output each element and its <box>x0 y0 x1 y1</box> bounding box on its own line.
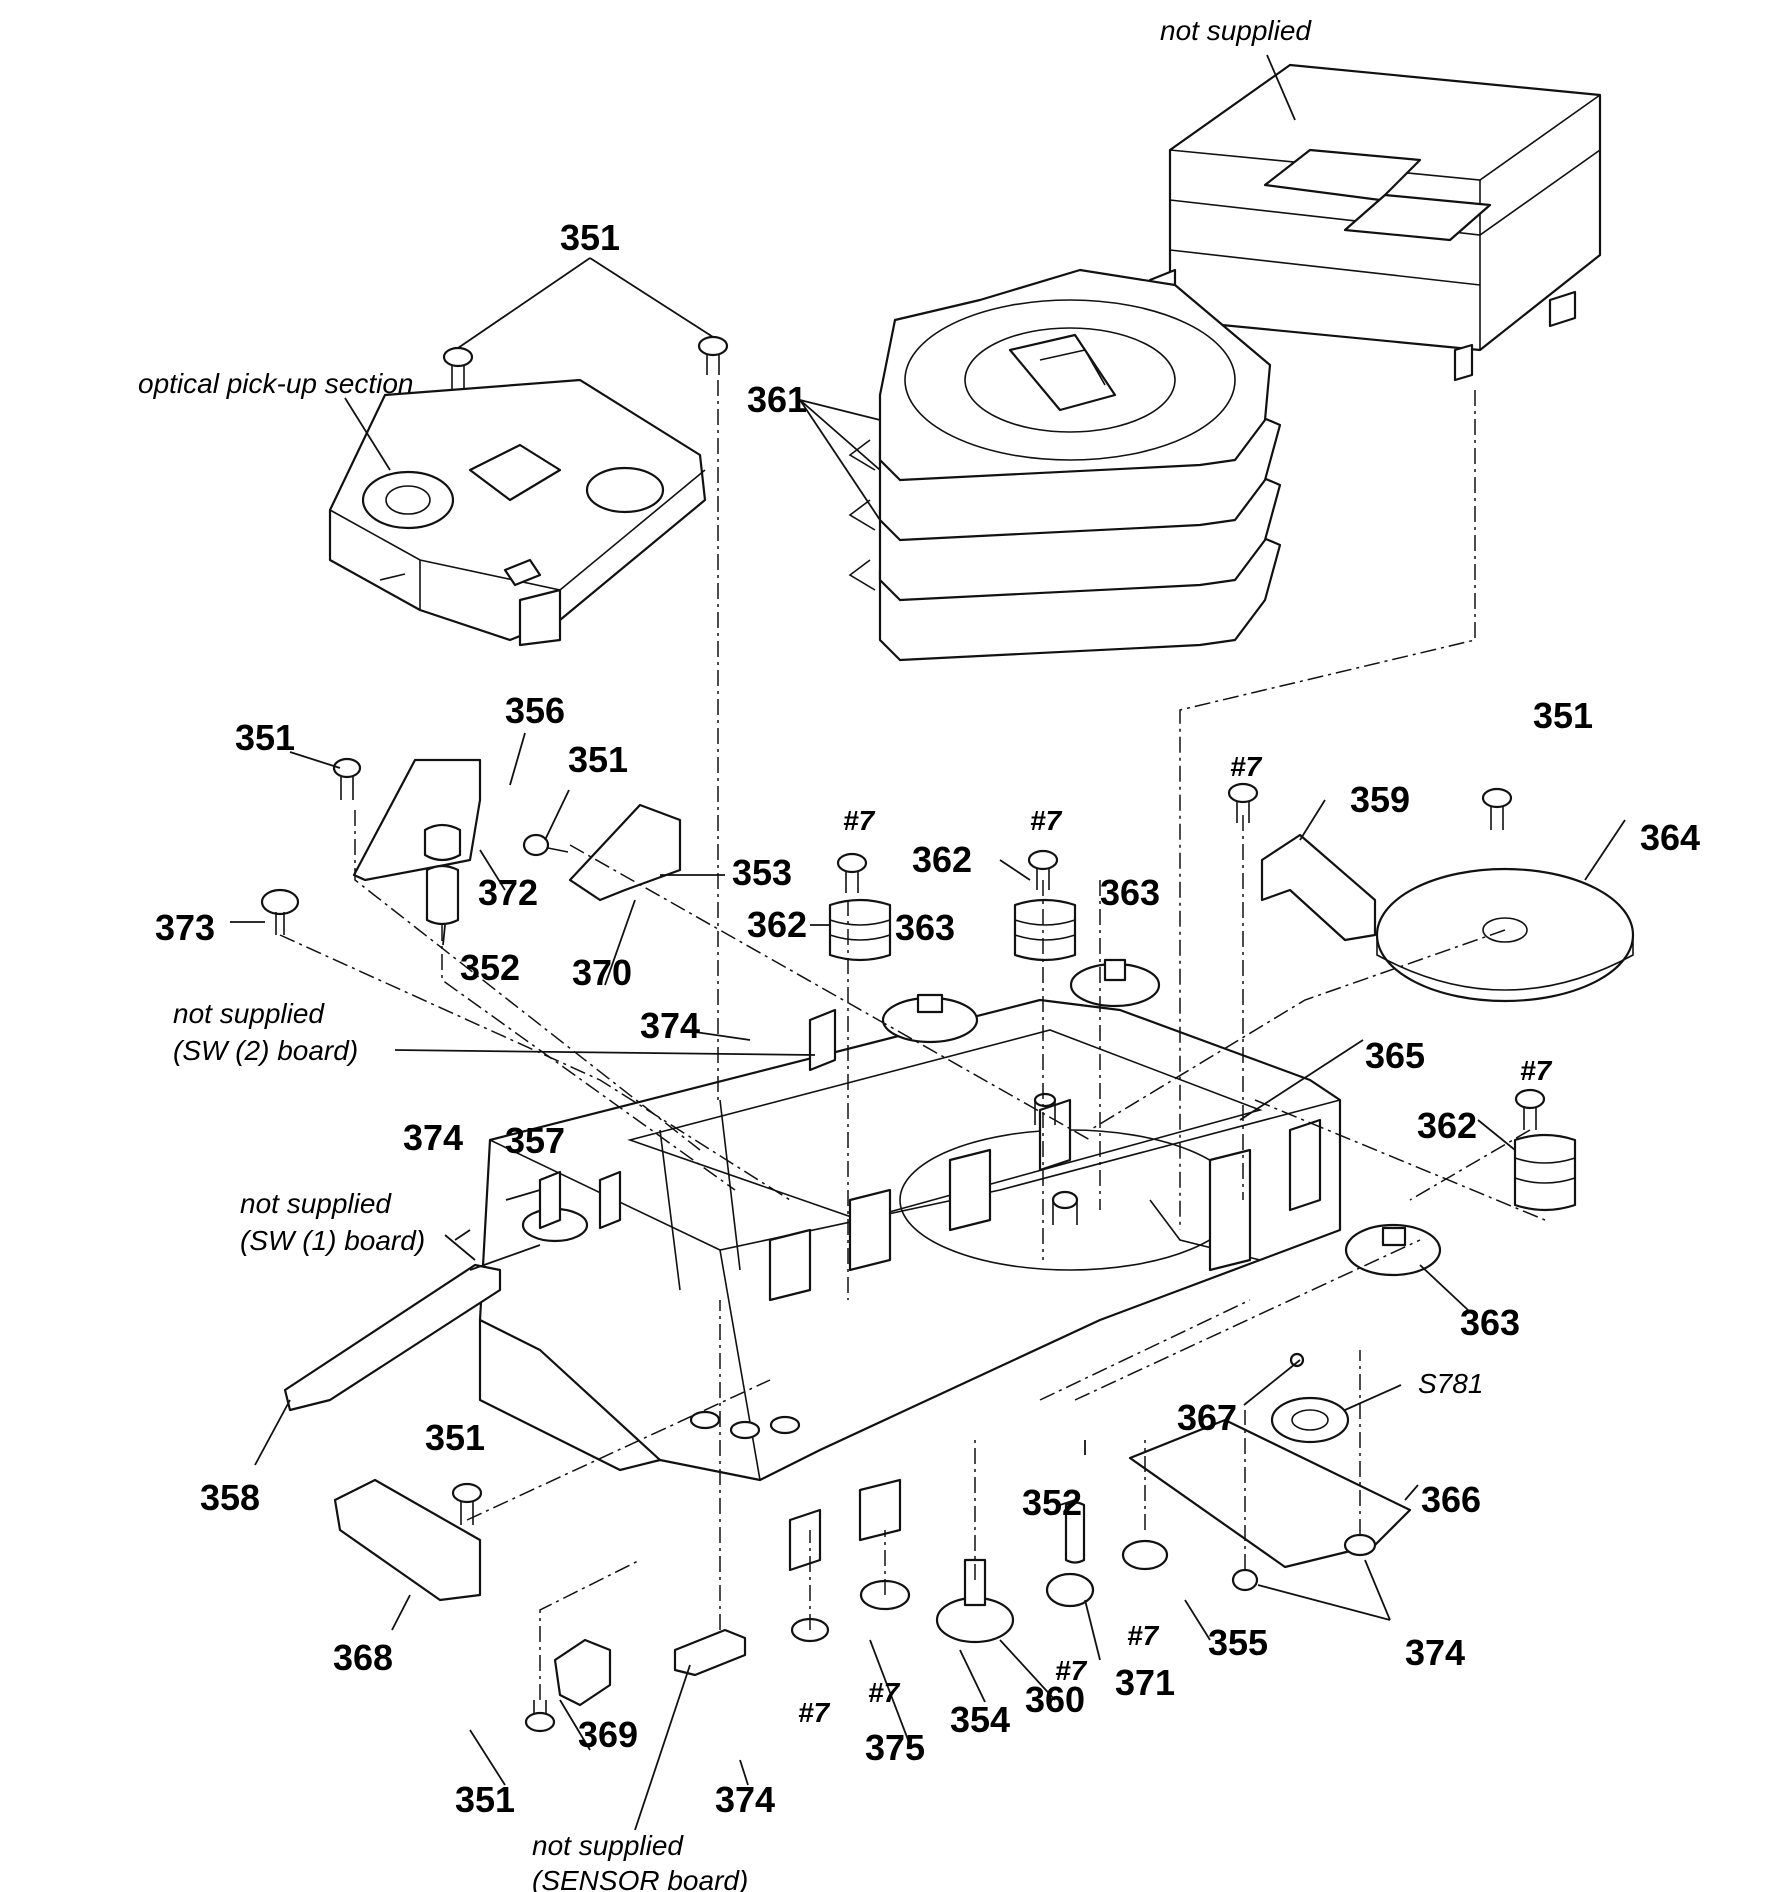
callout-364: 364 <box>1640 817 1700 858</box>
hash7-b: #7 <box>1030 805 1063 836</box>
callout-351-mid: 351 <box>568 739 628 780</box>
main-chassis <box>478 998 1342 1572</box>
notes: not supplied optical pick-up section not… <box>138 15 1483 1892</box>
hash7-g: #7 <box>1055 1655 1088 1686</box>
hash7-a: #7 <box>843 805 876 836</box>
hash7-h: #7 <box>1127 1620 1160 1651</box>
callout-362-a: 362 <box>747 904 807 945</box>
note-sw1-line1: not supplied <box>240 1188 392 1219</box>
note-sw1-line2: (SW (1) board) <box>240 1225 425 1256</box>
callout-370: 370 <box>572 952 632 993</box>
note-optical-pickup: optical pick-up section <box>138 368 413 399</box>
callout-351-lower: 351 <box>425 1417 485 1458</box>
callout-358: 358 <box>200 1477 260 1518</box>
callout-375: 375 <box>865 1727 925 1768</box>
callout-353: 353 <box>732 852 792 893</box>
callout-361: 361 <box>747 379 807 420</box>
callout-363-c: 363 <box>1460 1302 1520 1343</box>
note-sw2-line1: not supplied <box>173 998 325 1029</box>
note-sensor-line1: not supplied <box>532 1830 684 1861</box>
hash7-d: #7 <box>1520 1055 1553 1086</box>
callout-367: 367 <box>1177 1397 1237 1438</box>
callout-352-lower: 352 <box>1022 1482 1082 1523</box>
callout-362-c: 362 <box>1417 1105 1477 1146</box>
callout-354: 354 <box>950 1699 1010 1740</box>
note-s781: S781 <box>1418 1368 1483 1399</box>
callout-369: 369 <box>578 1714 638 1755</box>
hash7-e: #7 <box>798 1697 831 1728</box>
callouts: 351 351 351 351 351 351 352 352 353 354 … <box>155 217 1700 1820</box>
callout-357: 357 <box>505 1120 565 1161</box>
callout-373: 373 <box>155 907 215 948</box>
callout-351-top: 351 <box>560 217 620 258</box>
callout-355: 355 <box>1208 1622 1268 1663</box>
callout-365: 365 <box>1365 1035 1425 1076</box>
callout-362-b: 362 <box>912 839 972 880</box>
callout-366: 366 <box>1421 1479 1481 1520</box>
callout-374-d: 374 <box>715 1779 775 1820</box>
alignment-lines <box>279 380 1546 1700</box>
leader-lines <box>230 54 1626 1831</box>
note-sensor-line2: (SENSOR board) <box>532 1865 748 1892</box>
note-not-supplied-top: not supplied <box>1160 15 1312 46</box>
callout-352-upper: 352 <box>460 947 520 988</box>
small-parts <box>260 335 1635 1733</box>
callout-363-b: 363 <box>1100 872 1160 913</box>
callout-351-right: 351 <box>1533 695 1593 736</box>
hash7-c: #7 <box>1230 751 1263 782</box>
callout-351-bottom: 351 <box>455 1779 515 1820</box>
callout-356: 356 <box>505 690 565 731</box>
callout-368: 368 <box>333 1637 393 1678</box>
callout-374-c: 374 <box>1405 1632 1465 1673</box>
hash7-f: #7 <box>868 1677 901 1708</box>
optical-pickup <box>328 378 707 647</box>
callout-371: 371 <box>1115 1662 1175 1703</box>
callout-363-a: 363 <box>895 907 955 948</box>
callout-351-left: 351 <box>235 717 295 758</box>
callout-372: 372 <box>478 872 538 913</box>
disc-tray-stack <box>848 268 1282 662</box>
callout-360: 360 <box>1025 1679 1085 1720</box>
callout-374-b: 374 <box>403 1117 463 1158</box>
callout-359: 359 <box>1350 779 1410 820</box>
callout-374-a: 374 <box>640 1005 700 1046</box>
note-sw2-line2: (SW (2) board) <box>173 1035 358 1066</box>
